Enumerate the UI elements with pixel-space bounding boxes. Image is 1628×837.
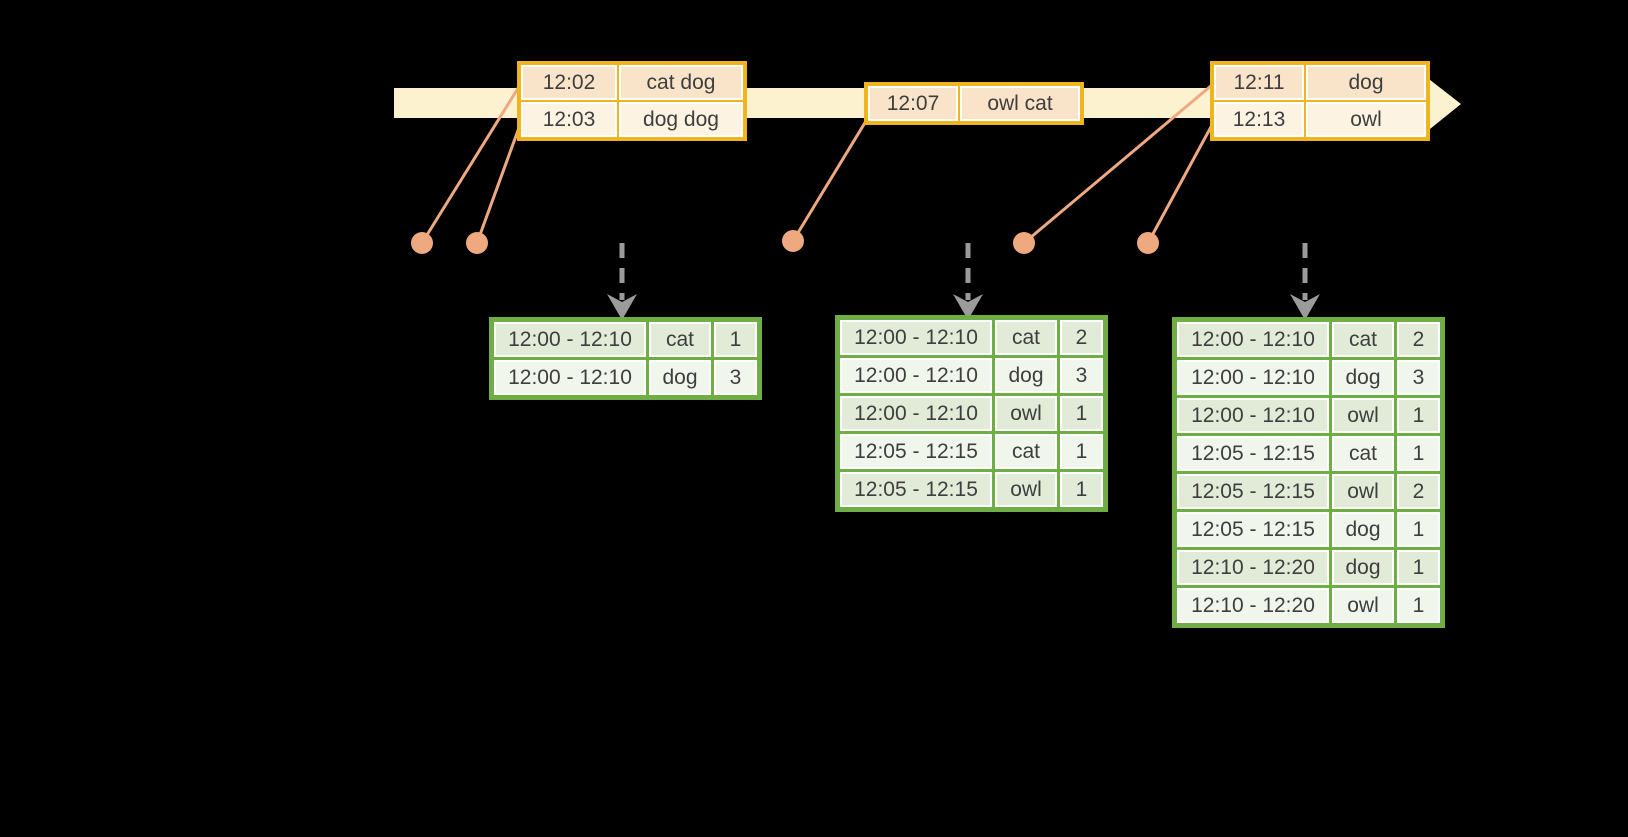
table-cell-word: owl: [995, 472, 1057, 507]
table-cell-word: dog: [1332, 512, 1394, 547]
table-cell-count: 1: [1397, 588, 1440, 623]
table-cell-window: 12:10 - 12:20: [1177, 588, 1329, 623]
table-cell-time: 12:03: [521, 102, 617, 137]
event-connector-line: [420, 83, 522, 245]
arrow-head-icon: [607, 294, 637, 320]
table-cell-words: dog: [1306, 65, 1426, 100]
table-cell-word: dog: [995, 358, 1057, 393]
event-dot: [466, 232, 488, 254]
table-cell-word: cat: [1332, 436, 1394, 471]
table-cell-word: cat: [995, 320, 1057, 355]
table-cell-window: 12:10 - 12:20: [1177, 550, 1329, 585]
event-connector-line: [1146, 123, 1214, 245]
table-cell-count: 1: [1397, 512, 1440, 547]
table-cell-word: owl: [995, 396, 1057, 431]
table-cell-window: 12:05 - 12:15: [840, 434, 992, 469]
table-cell-window: 12:00 - 12:10: [840, 358, 992, 393]
table-cell-word: dog: [649, 360, 711, 395]
table-cell-word: dog: [1332, 360, 1394, 395]
table-cell-time: 12:11: [1214, 65, 1304, 100]
table-cell-window: 12:00 - 12:10: [840, 320, 992, 355]
table-cell-window: 12:00 - 12:10: [1177, 322, 1329, 357]
table-cell-window: 12:00 - 12:10: [1177, 360, 1329, 395]
arrow-head-icon: [953, 294, 983, 320]
table-cell-time: 12:02: [521, 65, 617, 100]
table-cell-words: cat dog: [619, 65, 743, 100]
table-cell-count: 3: [1060, 358, 1103, 393]
table-cell-count: 1: [1060, 396, 1103, 431]
table-cell-count: 1: [714, 322, 757, 357]
table-cell-count: 2: [1397, 474, 1440, 509]
table-cell-window: 12:00 - 12:10: [494, 360, 646, 395]
table-cell-words: owl cat: [960, 86, 1080, 121]
table-cell-window: 12:00 - 12:10: [1177, 398, 1329, 433]
table-cell-window: 12:05 - 12:15: [840, 472, 992, 507]
event-connector-line: [1022, 83, 1214, 245]
table-cell-count: 2: [1397, 322, 1440, 357]
event-connector-line: [475, 123, 522, 245]
event-dot: [411, 232, 433, 254]
table-cell-word: cat: [995, 434, 1057, 469]
table-cell-count: 1: [1060, 434, 1103, 469]
table-cell-word: cat: [1332, 322, 1394, 357]
arrow-head-icon: [1290, 294, 1320, 320]
table-cell-words: owl: [1306, 102, 1426, 137]
event-dot: [782, 230, 804, 252]
table-cell-word: cat: [649, 322, 711, 357]
table-cell-count: 1: [1397, 436, 1440, 471]
event-connector-line: [791, 119, 868, 243]
table-cell-window: 12:05 - 12:15: [1177, 474, 1329, 509]
table-cell-words: dog dog: [619, 102, 743, 137]
table-cell-count: 1: [1060, 472, 1103, 507]
table-cell-window: 12:05 - 12:15: [1177, 512, 1329, 547]
table-cell-window: 12:00 - 12:10: [494, 322, 646, 357]
table-cell-word: dog: [1332, 550, 1394, 585]
event-dot: [1137, 232, 1159, 254]
table-cell-count: 1: [1397, 398, 1440, 433]
table-cell-count: 1: [1397, 550, 1440, 585]
table-cell-count: 3: [1397, 360, 1440, 395]
table-cell-word: owl: [1332, 474, 1394, 509]
table-cell-time: 12:13: [1214, 102, 1304, 137]
event-dot: [1013, 232, 1035, 254]
table-cell-time: 12:07: [868, 86, 958, 121]
table-cell-word: owl: [1332, 398, 1394, 433]
table-cell-count: 2: [1060, 320, 1103, 355]
table-cell-window: 12:05 - 12:15: [1177, 436, 1329, 471]
table-cell-word: owl: [1332, 588, 1394, 623]
table-cell-count: 3: [714, 360, 757, 395]
table-cell-window: 12:00 - 12:10: [840, 396, 992, 431]
